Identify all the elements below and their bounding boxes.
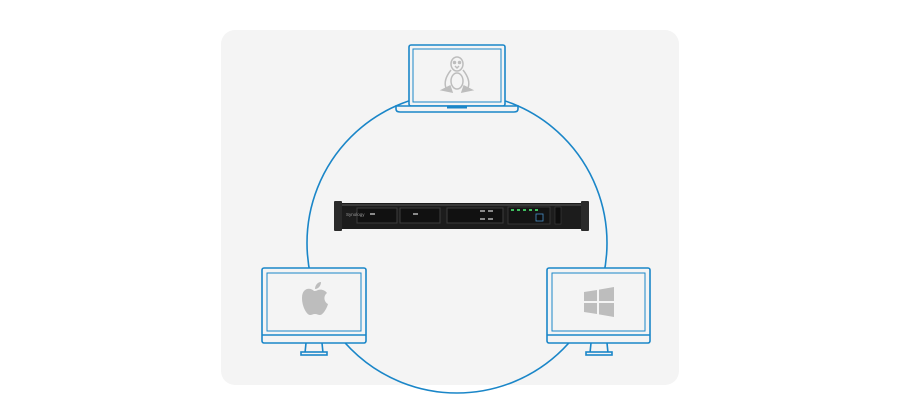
apple-icon: [302, 282, 328, 315]
mac-monitor: [261, 267, 367, 356]
power-button: [535, 213, 544, 222]
status-led: [535, 209, 538, 211]
server-brand-text: Synology: [346, 212, 365, 217]
status-led: [517, 209, 520, 211]
windows-icon: [584, 287, 614, 317]
status-led: [529, 209, 532, 211]
windows-monitor: [546, 267, 651, 356]
linux-laptop: [395, 44, 519, 113]
status-led: [523, 209, 526, 211]
connection-circle: [306, 92, 608, 394]
rackstation-server: Synology: [334, 201, 589, 231]
linux-tux-icon: [439, 56, 475, 93]
status-led: [511, 209, 514, 211]
